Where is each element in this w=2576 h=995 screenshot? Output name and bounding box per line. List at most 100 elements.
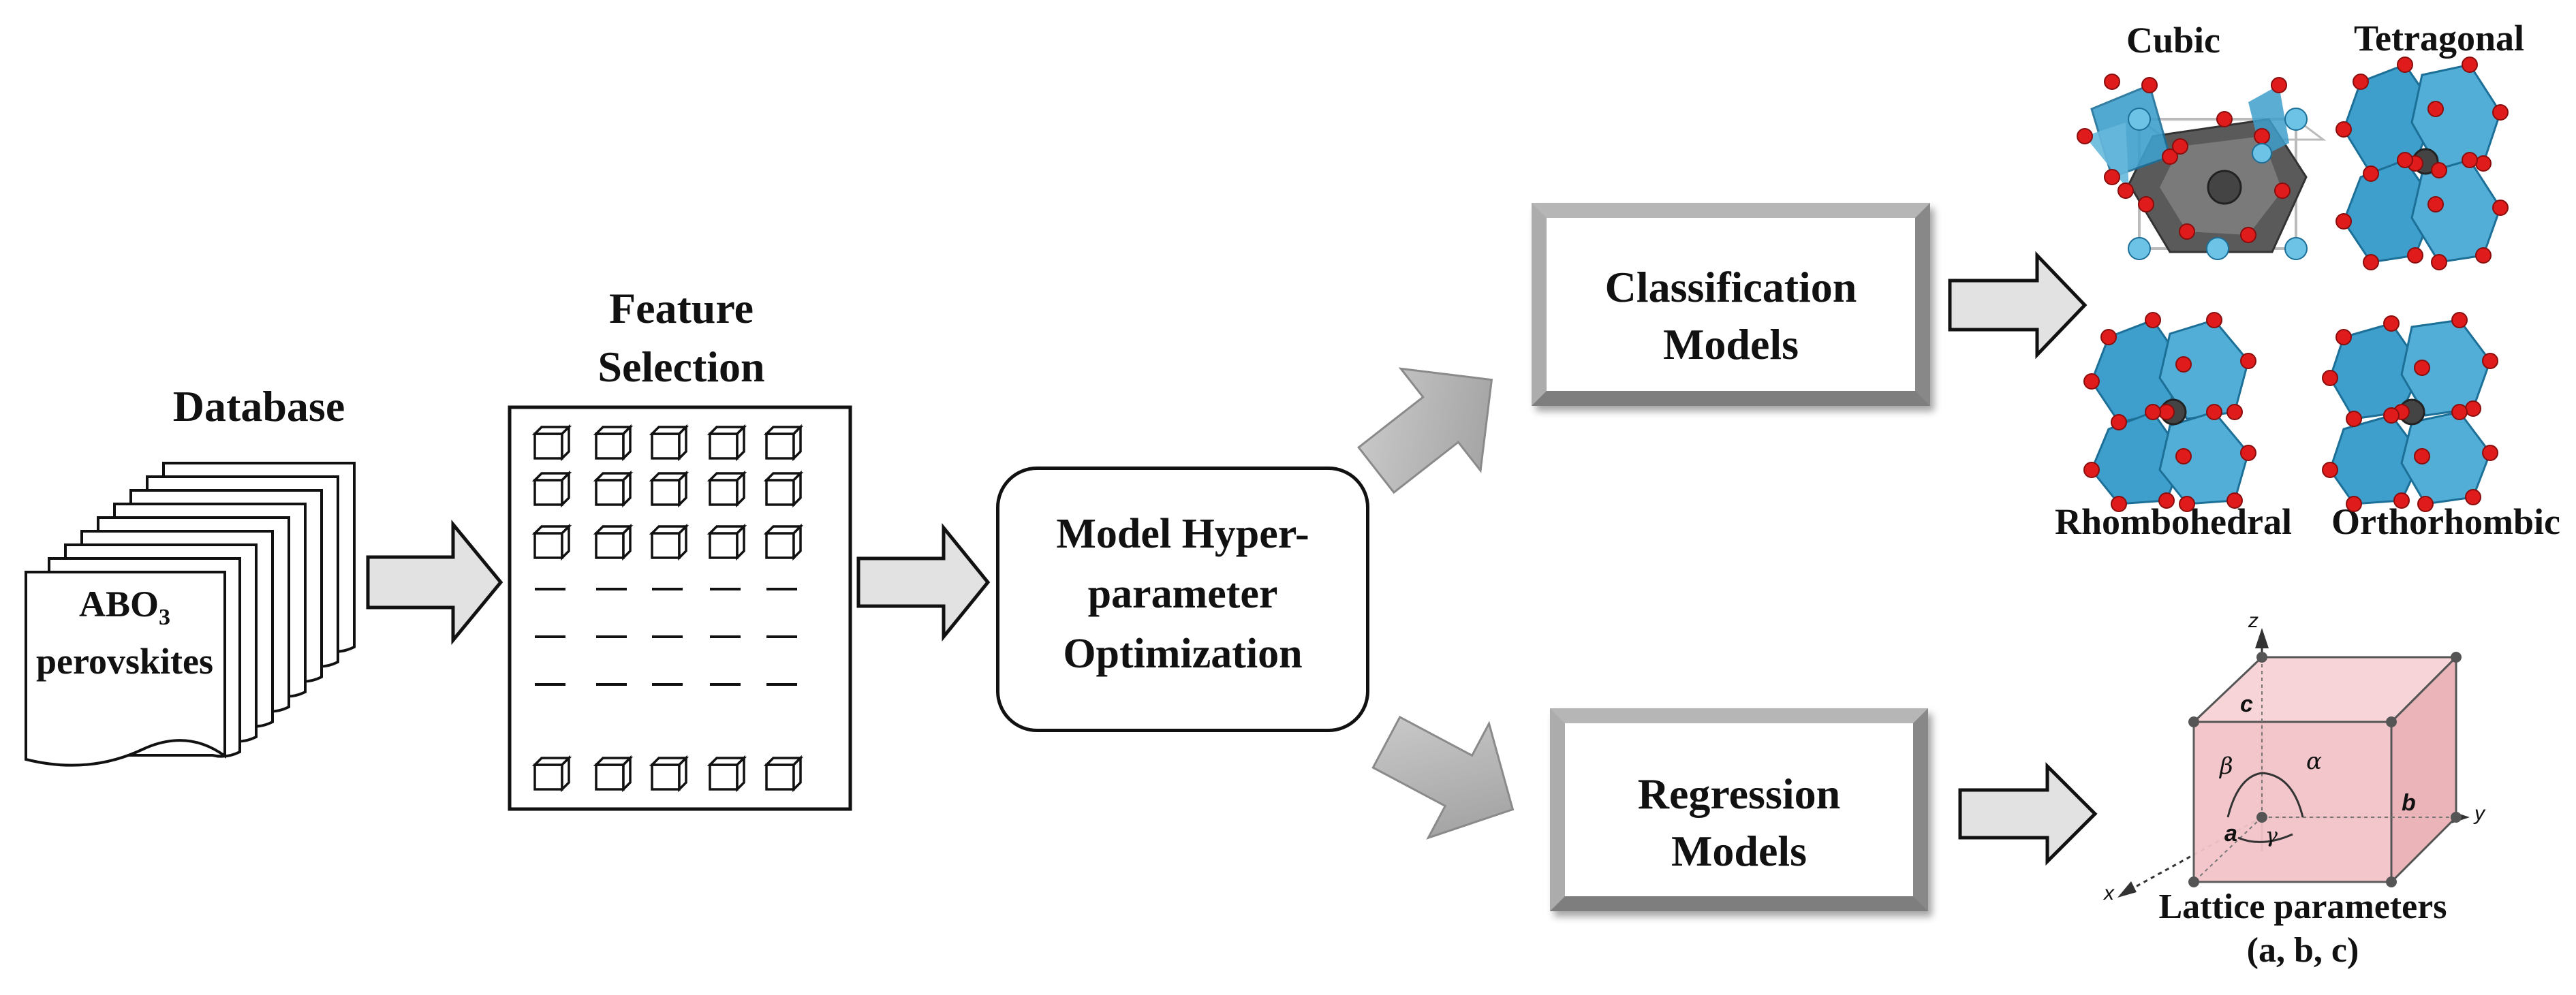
oxygen-atom (2407, 247, 2423, 264)
feature-cube-icon (593, 523, 634, 561)
oxygen-atom (2336, 121, 2352, 138)
oxygen-atom (2465, 400, 2481, 417)
oxygen-atom (2158, 492, 2175, 509)
lattice-caption-line1: Lattice parameters (2158, 887, 2447, 926)
arrow-icon (856, 522, 991, 642)
oxygen-atom (2271, 77, 2287, 93)
formula-subscript: 3 (159, 604, 171, 630)
arrow-icon (1958, 761, 2098, 866)
rhombohedral-label: Rhombohedral (2054, 501, 2293, 542)
feature-cube-icon (763, 470, 804, 508)
optimization-label: Model Hyper- parameter Optimization (999, 504, 1366, 684)
document-stack-icon (25, 462, 356, 767)
oxygen-atom (2431, 254, 2447, 270)
lattice-edge-a: a (2224, 821, 2237, 847)
lattice-axis-z: z (2248, 610, 2259, 632)
feature-cube-icon (649, 523, 689, 561)
feature-cube-icon (649, 470, 689, 508)
oxygen-atom (2462, 152, 2478, 168)
oxygen-atom (2363, 165, 2379, 182)
oxygen-atom (2083, 373, 2100, 390)
feature-cube-icon (707, 424, 747, 462)
oxygen-atom (2451, 312, 2468, 328)
oxygen-atom (2172, 138, 2188, 155)
arrow-icon (1357, 367, 1493, 494)
feature-cube-grid (531, 424, 804, 793)
arrow-icon (1948, 251, 2088, 360)
feature-cube-icon (649, 424, 689, 462)
oxygen-atom (2475, 155, 2492, 172)
oxygen-atom (2397, 57, 2413, 73)
feature-cube-icon (531, 523, 572, 561)
oxygen-atom (2158, 404, 2175, 420)
lattice-caption: Lattice parameters (a, b, c) (2126, 885, 2480, 973)
oxygen-atom (2397, 152, 2413, 168)
optimization-line3: Optimization (1063, 631, 1303, 677)
oxygen-atom (2492, 200, 2509, 216)
regression-box: Regression Models (1550, 708, 1928, 911)
lattice-front-face (2192, 721, 2393, 883)
classification-box: Classification Models (1532, 203, 1930, 406)
oxygen-atom (2240, 353, 2256, 369)
oxygen-atom (2393, 492, 2410, 509)
lattice-axis-x: x (2104, 882, 2114, 904)
oxygen-atom (2240, 227, 2256, 243)
oxygen-atom (2162, 148, 2178, 165)
oxygen-atom (2111, 414, 2127, 430)
feature-cube-icon (763, 424, 804, 462)
feature-matrix (508, 405, 852, 811)
oxygen-atom (2427, 196, 2444, 212)
oxygen-atom (2383, 315, 2400, 332)
oxygen-atom (2427, 101, 2444, 117)
oxygen-atom (2145, 312, 2161, 328)
classification-line2: Models (1662, 320, 1799, 368)
lattice-edge-c: c (2240, 691, 2253, 717)
lattice-angle-gamma: γ (2265, 824, 2278, 848)
oxygen-atom (2492, 104, 2509, 121)
lattice-axis-y: y (2474, 802, 2485, 825)
oxygen-atom (2141, 77, 2158, 93)
oxygen-atom (2482, 353, 2498, 369)
oxygen-atom (2322, 370, 2338, 386)
feature-cube-icon (763, 523, 804, 561)
oxygen-atom (2475, 247, 2492, 264)
angle-arc (2226, 772, 2304, 818)
regression-label: Regression Models (1565, 765, 1913, 880)
feature-cube-icon (593, 424, 634, 462)
oxygen-atom (2175, 448, 2192, 464)
lattice-cell-diagram (2117, 628, 2470, 898)
oxygen-atom (2336, 213, 2352, 230)
oxygen-atom (2138, 196, 2154, 212)
oxygen-atom (2346, 496, 2362, 512)
classification-line1: Classification (1604, 263, 1857, 311)
z-axis-arrow-icon (2255, 628, 2269, 648)
perovskites-text: perovskites (35, 640, 213, 682)
tetragonal-label: Tetragonal (2353, 18, 2524, 59)
database-title: Database (172, 382, 345, 430)
oxygen-atom (2111, 496, 2127, 512)
feature-cube-icon (531, 470, 572, 508)
rhombohedral-structure-icon (2090, 319, 2250, 505)
feature-cube-icon (649, 755, 689, 793)
regression-line2: Models (1671, 827, 1807, 875)
oxygen-atom (2083, 462, 2100, 478)
optimization-line2: parameter (1087, 571, 1278, 617)
oxygen-atom (2117, 183, 2134, 199)
feature-dashes (535, 588, 797, 686)
classification-label: Classification Models (1547, 259, 1915, 373)
oxygen-atom (2104, 169, 2120, 185)
feature-cube-icon (763, 755, 804, 793)
oxygen-atom (2417, 496, 2434, 512)
optimization-line1: Model Hyper- (1056, 511, 1309, 557)
oxygen-atom (2077, 128, 2093, 144)
oxygen-atom (2206, 404, 2222, 420)
database-doc-label: ABO3 perovskites (26, 582, 223, 683)
oxygen-atom (2482, 445, 2498, 461)
orthorhombic-label: Orthorhombic (2331, 501, 2560, 542)
feature-cube-icon (531, 755, 572, 793)
x-axis-arrow-icon (2117, 881, 2137, 898)
arrow-icon (366, 520, 503, 645)
oxygen-atom (2451, 404, 2468, 420)
